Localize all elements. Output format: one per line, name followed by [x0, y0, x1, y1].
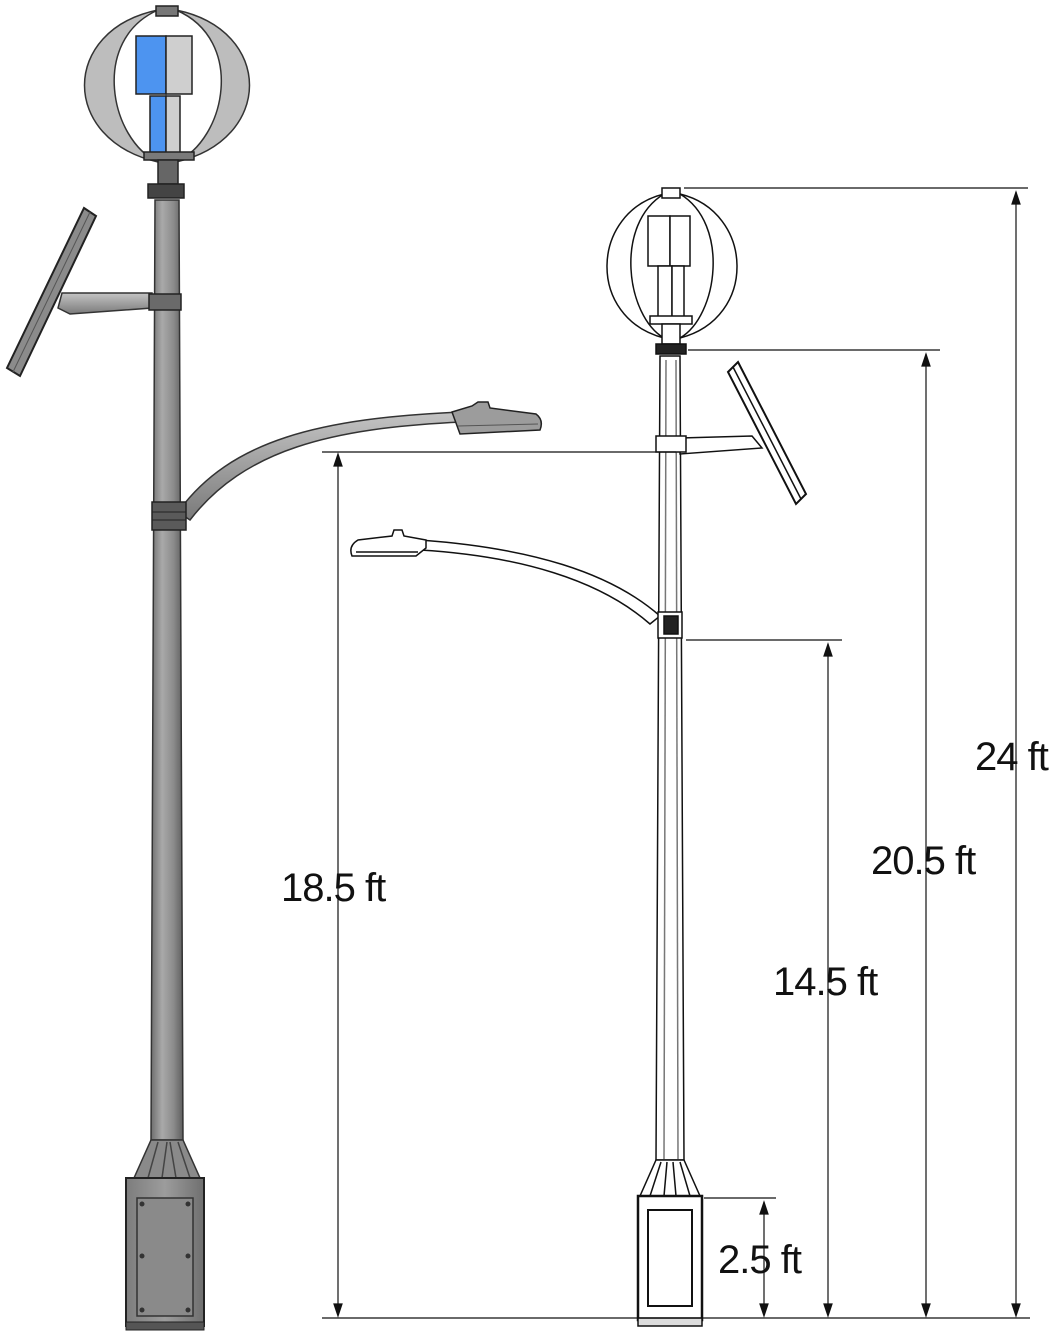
- right-wind-turbine: [606, 187, 738, 355]
- line-drawing-streetlight: [350, 187, 808, 1327]
- left-lamp-head: [451, 401, 543, 435]
- right-pole: [655, 355, 685, 1161]
- left-lamp-arm: [176, 411, 463, 522]
- left-solar-arm: [57, 292, 153, 315]
- total-height-label: 24 ft: [975, 735, 1049, 779]
- dimension-lines: [322, 187, 1030, 1319]
- arm-mount-height-label: 14.5 ft: [773, 960, 878, 1004]
- left-pole: [150, 199, 184, 1141]
- right-lamp-arm: [419, 539, 662, 625]
- left-wind-turbine: [83, 5, 251, 199]
- right-pole-flare: [638, 1159, 702, 1197]
- turbine-base-height-label: 20.5 ft: [871, 839, 976, 883]
- lamp-height-label: 18.5 ft: [281, 866, 386, 910]
- base-box-height-label: 2.5 ft: [718, 1238, 802, 1282]
- right-lamp-head: [350, 529, 427, 557]
- right-solar-arm: [679, 435, 764, 455]
- shaded-streetlight: [5, 5, 543, 1331]
